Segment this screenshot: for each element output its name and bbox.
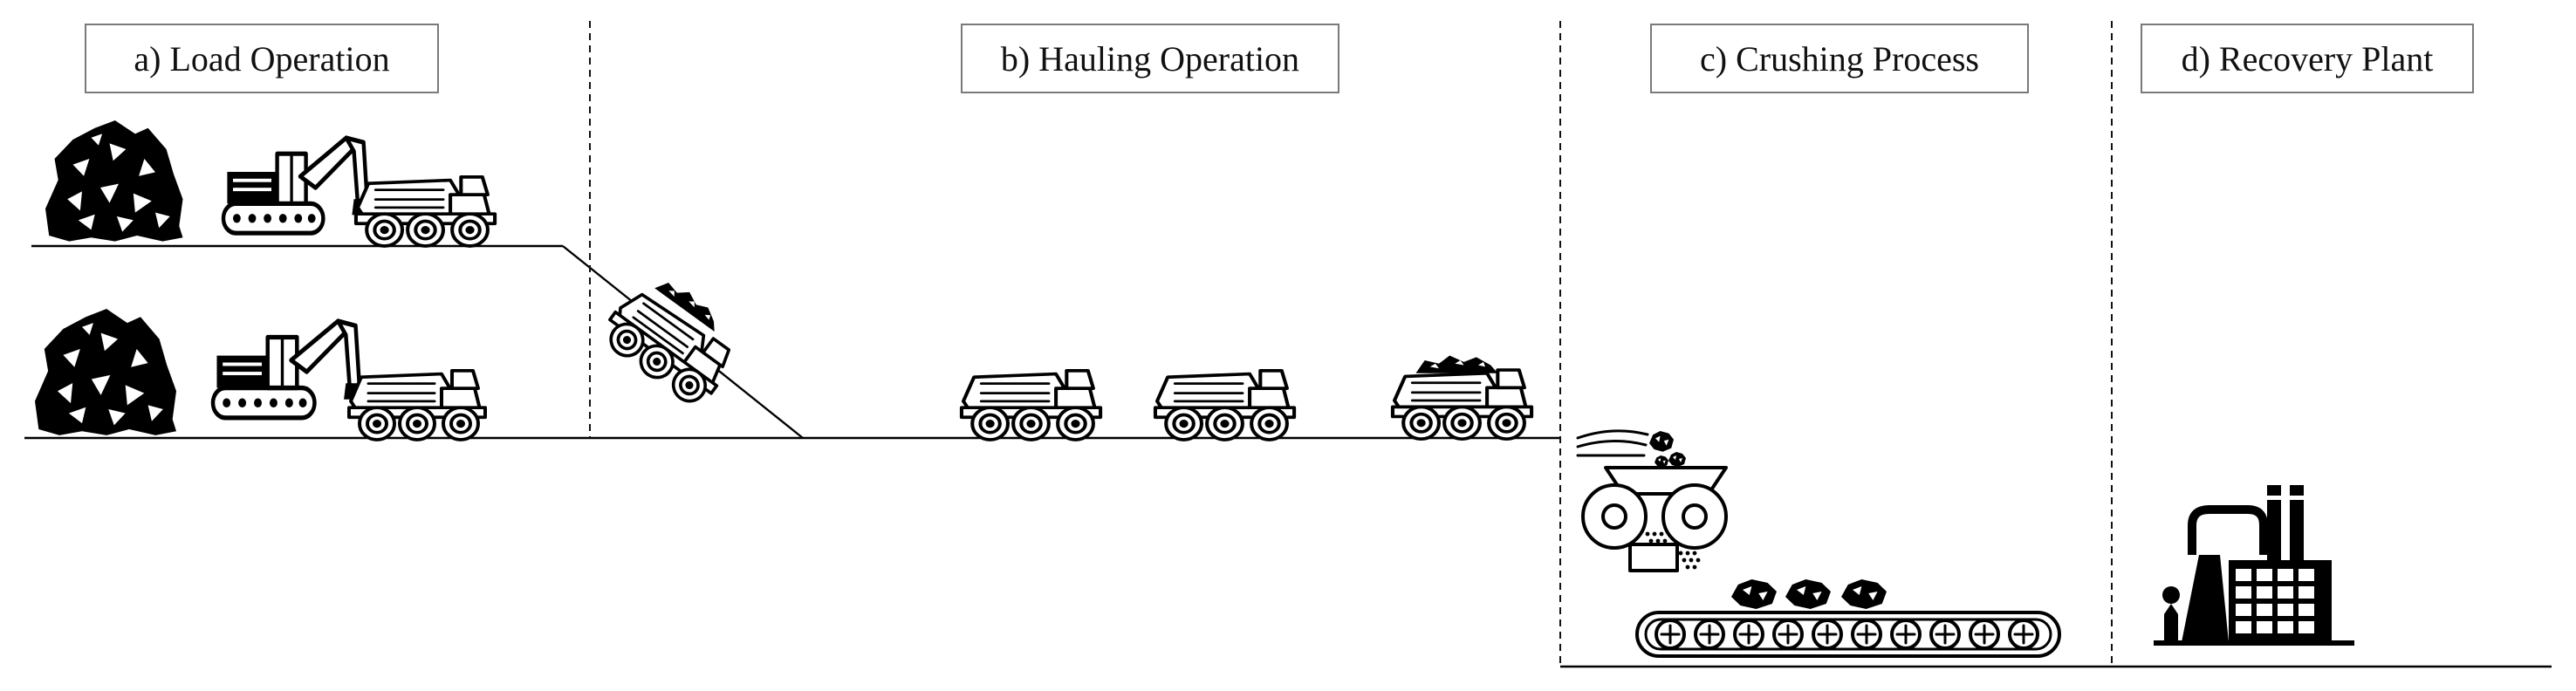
section-title-hauling: b) Hauling Operation (1001, 39, 1299, 79)
conveyor-belt-icon (1635, 611, 2061, 658)
jaw-crusher-icon (1576, 429, 1728, 572)
haul-truck-icon (347, 368, 487, 441)
section-label-crushing: c) Crushing Process (1650, 24, 2029, 93)
haul-truck-icon (1155, 371, 1294, 440)
section-title-load: a) Load Operation (134, 39, 389, 79)
section-label-load: a) Load Operation (85, 24, 439, 93)
section-label-recovery: d) Recovery Plant (2141, 24, 2474, 93)
loaded-haul-truck-icon (595, 274, 740, 414)
excavator-icon (213, 321, 369, 418)
section-title-recovery: d) Recovery Plant (2182, 39, 2434, 79)
ore-pile-icon (45, 120, 183, 242)
section-dividers (589, 21, 2113, 667)
section-title-crushing: c) Crushing Process (1700, 39, 1979, 79)
haul-truck-icon (962, 371, 1100, 440)
processing-plant-icon (2154, 485, 2354, 646)
loaded-haul-truck-icon (1393, 355, 1531, 440)
haul-truck-icon (356, 177, 495, 246)
ore-chunk-icon (1841, 579, 1887, 609)
ore-chunk-icon (1731, 579, 1777, 609)
ore-pile-icon (35, 309, 176, 435)
ore-chunk-icon (1785, 579, 1831, 609)
section-label-hauling: b) Hauling Operation (961, 24, 1339, 93)
excavator-icon (223, 138, 377, 233)
